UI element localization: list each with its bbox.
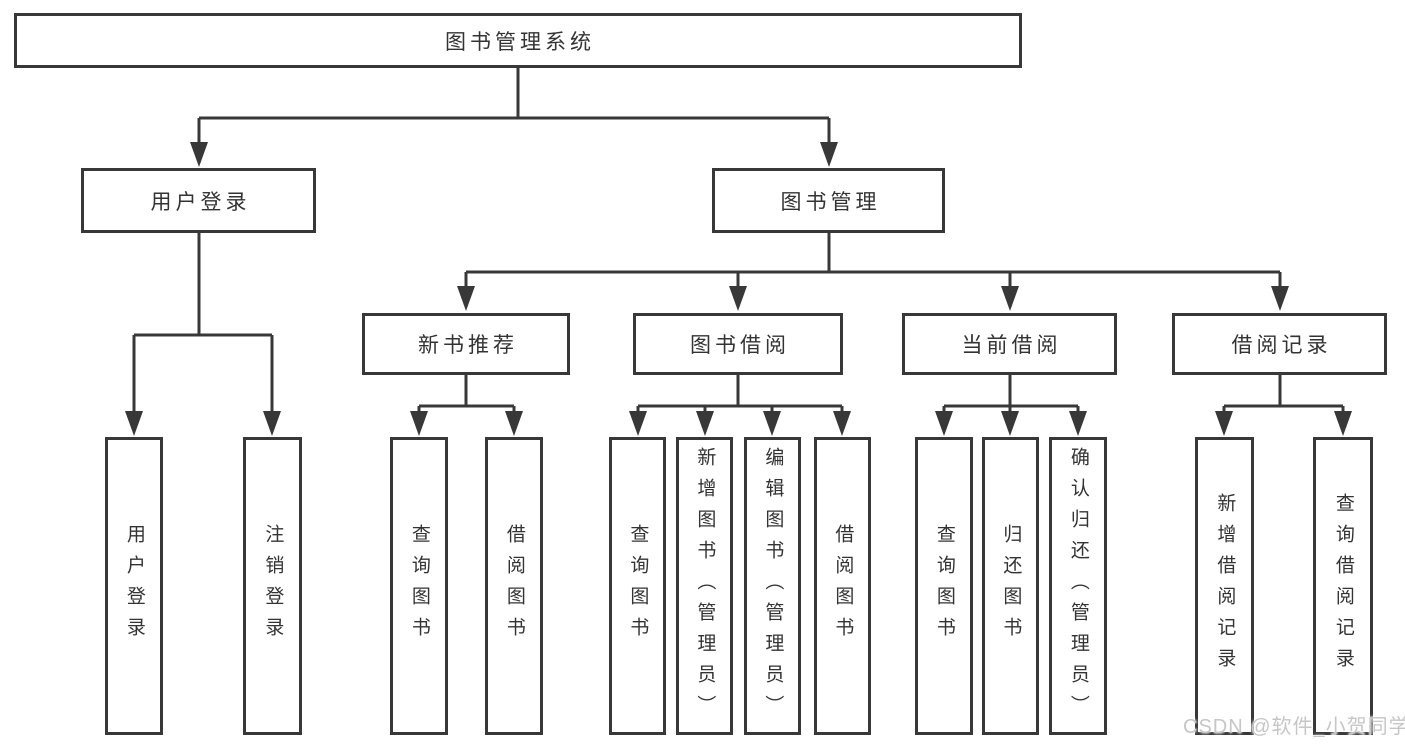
csdn-watermark: CSDN @软件_小贺同学 — [1183, 716, 1405, 738]
node-current-borrowing: 当前借阅 — [902, 313, 1117, 375]
node-new-book-recommendation: 新书推荐 — [362, 313, 570, 375]
arrowheads — [125, 142, 1352, 436]
leaf-query-books-borrow: 查询图书 — [609, 437, 666, 735]
leaf-label: 归还图书 — [1000, 524, 1022, 648]
leaf-edit-books-admin: 编辑图书（管理员） — [744, 437, 801, 735]
leaf-query-books-current: 查询图书 — [915, 437, 973, 735]
leaf-confirm-return-admin: 确认归还（管理员） — [1049, 437, 1107, 735]
node-user-login: 用户登录 — [81, 168, 316, 233]
leaf-label: 注销登录 — [262, 524, 284, 648]
leaf-label: 确认归还（管理员） — [1067, 446, 1089, 726]
leaf-label: 编辑图书（管理员） — [762, 446, 784, 726]
node-borrowing-records: 借阅记录 — [1172, 313, 1387, 375]
leaf-label: 查询图书 — [627, 524, 649, 648]
leaf-label: 用户登录 — [123, 524, 145, 648]
leaf-logout: 注销登录 — [243, 437, 302, 735]
leaf-query-books-recommend: 查询图书 — [390, 437, 448, 735]
node-library-management-system: 图书管理系统 — [14, 13, 1022, 68]
leaf-label: 查询借阅记录 — [1332, 493, 1354, 679]
leaf-label: 查询图书 — [408, 524, 430, 648]
leaf-query-borrow-record: 查询借阅记录 — [1313, 437, 1373, 735]
leaf-user-login: 用户登录 — [105, 437, 163, 735]
leaf-label: 新增图书（管理员） — [694, 446, 716, 726]
node-label: 用户登录 — [150, 190, 251, 214]
node-label: 当前借阅 — [961, 334, 1062, 357]
leaf-add-books-admin: 新增图书（管理员） — [676, 437, 733, 735]
leaf-borrow-books-recommend: 借阅图书 — [485, 437, 543, 735]
node-label: 借阅记录 — [1231, 334, 1332, 357]
node-label: 图书借阅 — [690, 334, 790, 357]
node-label: 图书管理 — [780, 190, 881, 214]
leaf-label: 新增借阅记录 — [1214, 493, 1236, 679]
node-label: 新书推荐 — [418, 334, 518, 357]
leaf-borrow-books: 借阅图书 — [814, 437, 871, 735]
node-book-management: 图书管理 — [712, 168, 945, 233]
node-label: 图书管理系统 — [445, 30, 595, 54]
leaf-label: 借阅图书 — [503, 524, 525, 648]
leaf-label: 查询图书 — [933, 524, 955, 648]
leaf-add-borrow-record: 新增借阅记录 — [1195, 437, 1254, 735]
node-book-borrowing: 图书借阅 — [633, 313, 843, 375]
leaf-return-books: 归还图书 — [982, 437, 1039, 735]
leaf-label: 借阅图书 — [832, 524, 854, 648]
